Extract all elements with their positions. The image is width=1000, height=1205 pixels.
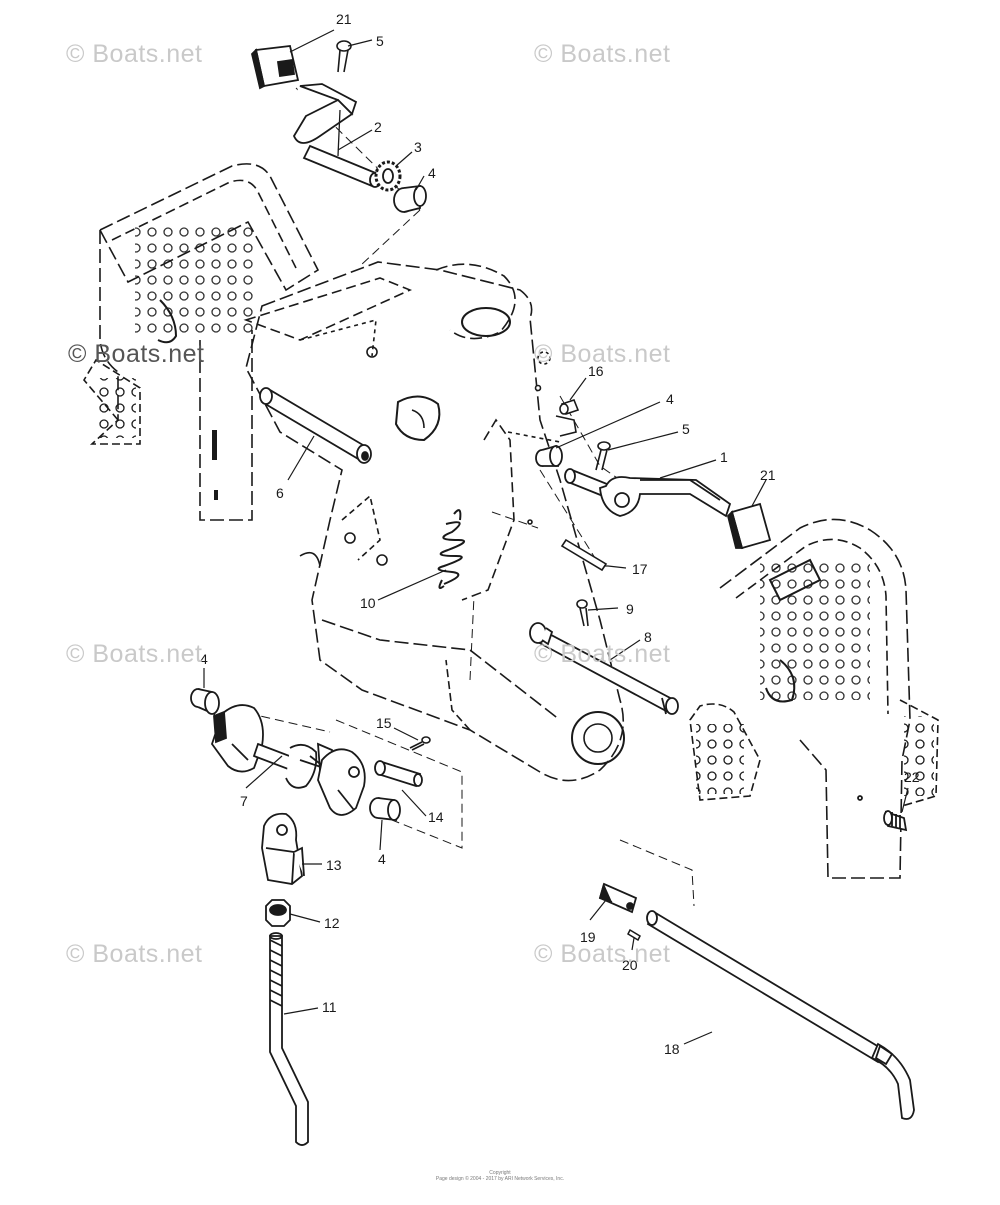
part-8-rod	[529, 622, 679, 715]
callout-9: 9	[626, 601, 634, 617]
watermark-bottom-left: © Boats.net	[66, 940, 203, 968]
part-4-bushing-left	[190, 688, 220, 716]
part-16-plug	[534, 384, 580, 415]
callout-14: 14	[428, 809, 444, 825]
callout-3: 3	[414, 139, 422, 155]
callout-13: 13	[326, 857, 342, 873]
callout-4-mid: 4	[666, 391, 674, 407]
part-5-cotter-pin-mid	[595, 441, 611, 471]
callout-18: 18	[664, 1041, 680, 1057]
part-20-pin	[627, 928, 641, 942]
part-9-cotter-pin	[576, 599, 589, 627]
watermark-top-right: © Boats.net	[534, 40, 671, 68]
callout-5-mid: 5	[682, 421, 690, 437]
callout-8: 8	[644, 629, 652, 645]
callout-11: 11	[322, 999, 337, 1015]
part-11-rod	[269, 932, 309, 1146]
callout-4-left: 4	[200, 651, 208, 667]
callout-4-top: 4	[428, 165, 436, 181]
part-13-clevis	[261, 812, 305, 885]
part-4-bushing-mid	[535, 444, 563, 467]
part-12-nut	[265, 899, 291, 927]
callout-19: 19	[580, 929, 596, 945]
callout-12: 12	[324, 915, 340, 931]
watermark-mid-left: © Boats.net	[68, 340, 205, 368]
callout-22: 22	[904, 769, 920, 785]
part-1-lever	[564, 468, 732, 518]
callout-5-top: 5	[376, 33, 384, 49]
part-21-cap-right	[727, 502, 772, 550]
watermark-mid-right: © Boats.net	[534, 340, 671, 368]
watermark-top-left: © Boats.net	[66, 40, 203, 68]
part-4-bushing-upper	[393, 184, 427, 213]
watermark-lower-left: © Boats.net	[66, 640, 203, 668]
callout-16: 16	[588, 363, 604, 379]
part-7-tilt-lock-assembly	[210, 704, 366, 816]
callout-labels: 21 5 2 3 4 16 4 5 1 21 6 17 10 9 8 4 15 …	[200, 11, 920, 1057]
part-22-spring	[857, 795, 908, 832]
swivel-bracket	[243, 261, 625, 782]
callout-21-top: 21	[336, 11, 352, 27]
part-15-cotter-pin	[409, 736, 431, 751]
leader-lines	[203, 29, 909, 1045]
part-14-pin	[374, 760, 423, 788]
callout-7: 7	[240, 793, 248, 809]
callout-21-right: 21	[760, 467, 776, 483]
part-17-pin	[527, 519, 608, 572]
part-6-pin	[259, 387, 372, 464]
callout-10: 10	[360, 595, 376, 611]
part-19-clip	[598, 882, 638, 914]
footer-page-design: Page design © 2004 - 2017 by ARI Network…	[435, 1176, 565, 1182]
part-5-cotter-pin	[336, 40, 352, 73]
callout-4-lower: 4	[378, 851, 386, 867]
right-clamp-bracket	[689, 518, 939, 879]
callout-20: 20	[622, 957, 638, 973]
footer-copyright: Copyright	[489, 1170, 511, 1176]
callout-17: 17	[632, 561, 648, 577]
callout-1: 1	[720, 449, 728, 465]
callout-15: 15	[376, 715, 392, 731]
part-3-washer	[374, 160, 402, 192]
left-clamp-bracket	[83, 163, 320, 521]
callout-6: 6	[276, 485, 284, 501]
watermark-lower-right: © Boats.net	[534, 640, 671, 668]
part-4-bushing-lower	[369, 797, 401, 822]
watermark-bottom-right: © Boats.net	[534, 940, 671, 968]
callout-2: 2	[374, 119, 382, 135]
part-10-spring	[437, 509, 466, 589]
part-2-lever	[292, 83, 381, 188]
part-21-cap	[251, 45, 300, 90]
part-18-tilt-rod	[646, 910, 915, 1120]
